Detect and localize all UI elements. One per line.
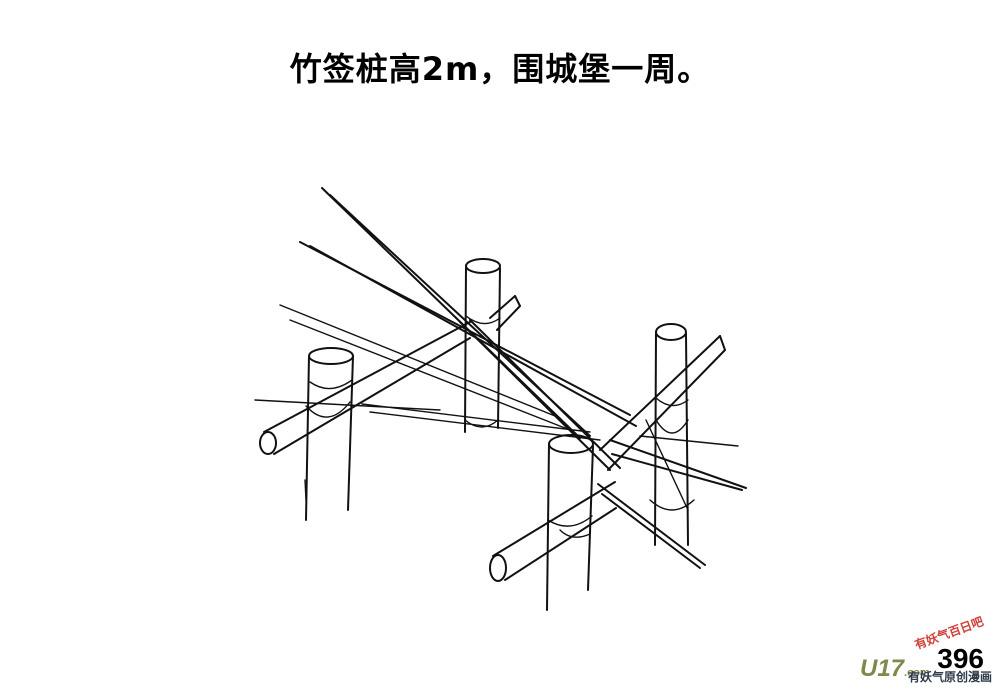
page-number: 396 <box>937 643 984 674</box>
crossbar-log-left <box>259 321 471 455</box>
rope-bindings <box>305 315 695 538</box>
bamboo-spikes <box>254 187 747 569</box>
watermark-logo: U17.com <box>860 655 930 683</box>
watermark-logo-suffix: .com <box>904 667 930 679</box>
crossbar-log-front <box>489 481 617 582</box>
crossbar-log-right <box>599 335 726 471</box>
stake-post-right <box>654 323 689 546</box>
crossbar-log-back <box>489 295 521 331</box>
caption: 竹签桩高2m，围城堡一周。 <box>289 50 711 88</box>
watermark-logo-text: U17 <box>860 655 905 682</box>
watermark-tagline: 有妖气原创漫画 <box>908 670 993 684</box>
stake-post-left <box>304 347 354 521</box>
